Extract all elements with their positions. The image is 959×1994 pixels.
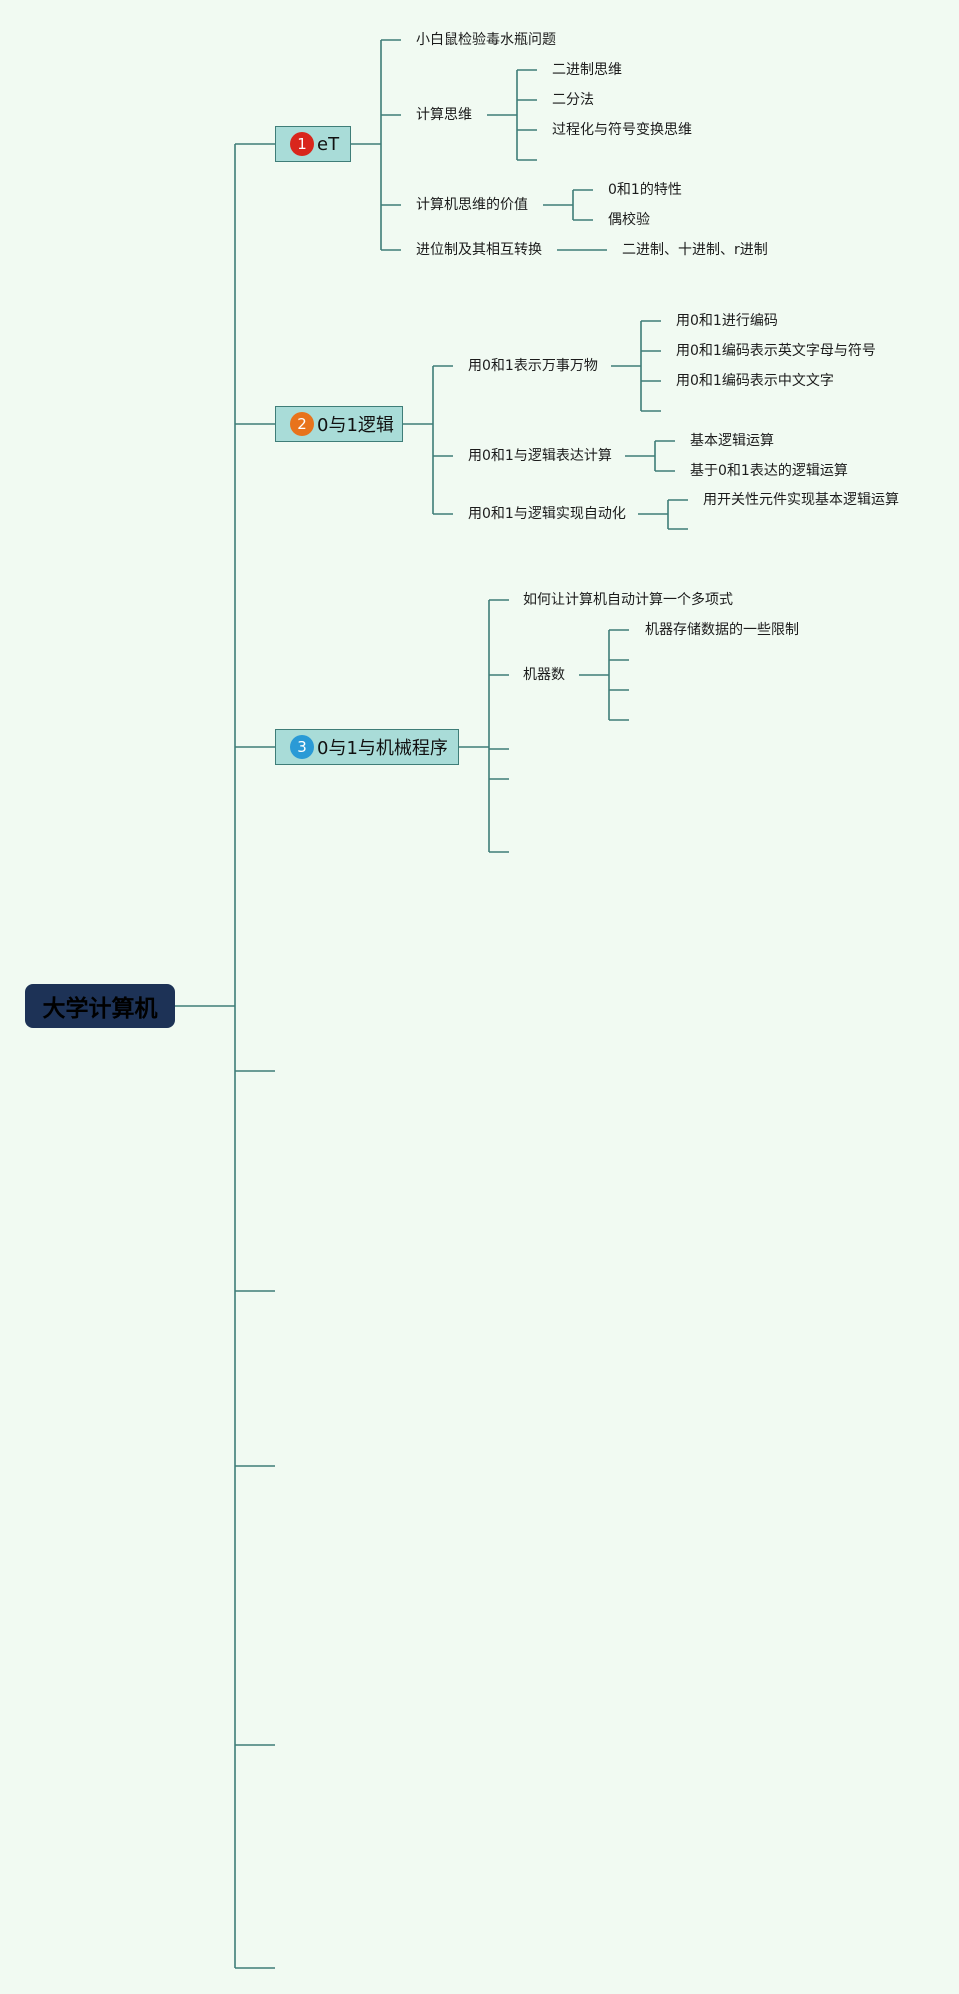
leaf-label[interactable]: 用0和1进行编码: [676, 313, 778, 329]
leaf-label[interactable]: 偶校验: [608, 212, 650, 228]
leaf-label[interactable]: 二分法: [552, 92, 594, 108]
leaf-label[interactable]: 基本逻辑运算: [690, 433, 774, 449]
leaf-label[interactable]: 用0和1编码表示中文文字: [676, 373, 834, 389]
topic-node-3[interactable]: 3 0与1与机械程序: [275, 729, 459, 765]
topic-label: 0与1逻辑: [317, 415, 394, 436]
topic-label: eT: [317, 133, 340, 155]
leaf-label[interactable]: 0和1的特性: [608, 182, 682, 198]
leaf-label[interactable]: 二进制思维: [552, 62, 622, 78]
root-label: 大学计算机: [42, 996, 158, 1022]
leaf-label[interactable]: 用开关性元件实现基本逻辑运算: [703, 492, 899, 508]
number-badge-1: 1: [290, 132, 314, 156]
number-badge-2: 2: [290, 412, 314, 436]
leaf-label[interactable]: 机器存储数据的一些限制: [645, 622, 799, 638]
subtopic-label[interactable]: 小白鼠检验毒水瓶问题: [416, 32, 556, 48]
subtopic-label[interactable]: 进位制及其相互转换: [416, 242, 542, 258]
subtopic-label[interactable]: 用0和1与逻辑表达计算: [468, 448, 612, 464]
subtopic-label[interactable]: 计算思维: [416, 107, 472, 123]
subtopic-label[interactable]: 机器数: [523, 667, 565, 683]
root-node[interactable]: 大学计算机: [25, 984, 175, 1028]
topic-node-1[interactable]: 1 eT: [275, 126, 351, 162]
subtopic-label[interactable]: 用0和1表示万事万物: [468, 358, 598, 374]
leaf-label[interactable]: 用0和1编码表示英文字母与符号: [676, 343, 876, 359]
topic-label: 0与1与机械程序: [317, 738, 448, 759]
subtopic-label[interactable]: 用0和1与逻辑实现自动化: [468, 506, 626, 522]
number-badge-3: 3: [290, 735, 314, 759]
leaf-label[interactable]: 二进制、十进制、r进制: [622, 242, 768, 258]
topic-node-2[interactable]: 2 0与1逻辑: [275, 406, 403, 442]
leaf-label[interactable]: 过程化与符号变换思维: [552, 122, 692, 138]
subtopic-label[interactable]: 计算机思维的价值: [416, 197, 528, 213]
subtopic-label[interactable]: 如何让计算机自动计算一个多项式: [523, 592, 733, 608]
leaf-label[interactable]: 基于0和1表达的逻辑运算: [690, 463, 848, 479]
